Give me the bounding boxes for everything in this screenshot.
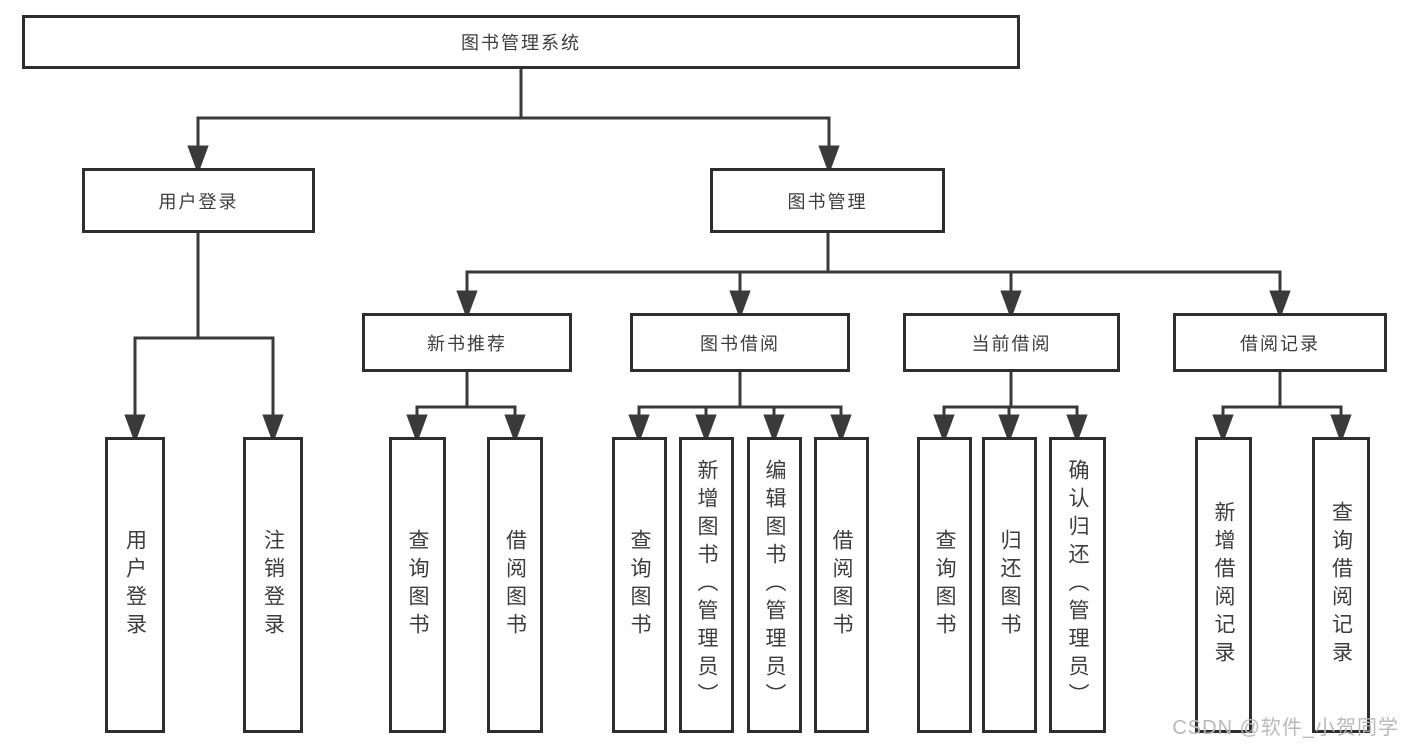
node-label: 查询图书 [933, 529, 956, 641]
connector-arrowhead [456, 290, 478, 320]
node-label: 借阅图书 [830, 529, 853, 641]
connector-arrowhead [124, 414, 146, 444]
node-label: 借阅图书 [503, 529, 527, 641]
leaf-add-book-admin: 新增图书（管理员） [679, 437, 734, 733]
connector-borrowing-records-to-children [1212, 370, 1352, 444]
leaf-query-books-2: 查询图书 [612, 437, 667, 733]
node-label: 图书管理 [787, 191, 868, 212]
connector-arrowhead [933, 414, 955, 444]
leaf-borrow-books-2: 借阅图书 [814, 437, 869, 733]
leaf-add-borrow-record: 新增借阅记录 [1195, 437, 1252, 733]
connector-new-book-rec-to-children [406, 370, 526, 444]
connector-root-to-level2 [187, 67, 840, 175]
node-label: 新增借阅记录 [1212, 501, 1235, 669]
leaf-edit-book-admin: 编辑图书（管理员） [747, 437, 802, 733]
connector-arrowhead [406, 414, 428, 444]
node-label: 编辑图书（管理员） [763, 459, 786, 711]
connector-arrowhead [1066, 414, 1088, 444]
node-label: 用户登录 [123, 529, 147, 641]
node-label: 图书管理系统 [461, 33, 581, 53]
node-new-book-recommendation: 新书推荐 [362, 313, 572, 372]
leaf-borrow-books-1: 借阅图书 [487, 437, 543, 733]
node-user-login: 用户登录 [82, 168, 315, 233]
connector-book-borrowing-to-children [628, 370, 852, 444]
leaf-confirm-return-admin: 确认归还（管理员） [1049, 437, 1106, 733]
node-label: 用户登录 [158, 191, 239, 212]
connector-book-management-to-sections [456, 231, 1291, 320]
connector-arrowhead [998, 414, 1020, 444]
node-book-management: 图书管理 [710, 168, 945, 233]
leaf-return-books: 归还图书 [982, 437, 1037, 733]
leaf-user-login: 用户登录 [105, 437, 165, 733]
connector-arrowhead [830, 414, 852, 444]
node-library-management-system: 图书管理系统 [22, 15, 1020, 69]
leaf-logout: 注销登录 [243, 437, 303, 733]
connector-arrowhead [187, 145, 209, 175]
csdn-watermark: CSDN @软件_小贺同学 [1172, 717, 1399, 739]
connector-arrowhead [1000, 290, 1022, 320]
leaf-query-books-3: 查询图书 [917, 437, 972, 733]
connector-user-login-to-children [124, 231, 284, 444]
connector-arrowhead [818, 145, 840, 175]
node-label: 借阅记录 [1240, 333, 1320, 354]
node-label: 确认归还（管理员） [1066, 459, 1089, 711]
node-label: 查询图书 [406, 529, 429, 641]
node-label: 注销登录 [261, 529, 285, 641]
node-label: 新增图书（管理员） [695, 459, 718, 711]
node-borrowing-records: 借阅记录 [1173, 313, 1387, 372]
connector-arrowhead [262, 414, 284, 444]
connector-arrowhead [628, 414, 650, 444]
connector-arrowhead [729, 290, 751, 320]
node-label: 当前借阅 [971, 333, 1052, 354]
node-book-borrowing: 图书借阅 [630, 313, 850, 372]
node-label: 图书借阅 [700, 333, 780, 354]
connector-arrowhead [1330, 414, 1352, 444]
connector-arrowhead [763, 414, 785, 444]
connector-arrowhead [1269, 290, 1291, 320]
node-label: 归还图书 [998, 529, 1021, 641]
connector-arrowhead [504, 414, 526, 444]
connector-arrowhead [1212, 414, 1234, 444]
leaf-query-books-1: 查询图书 [389, 437, 446, 733]
leaf-query-borrow-record: 查询借阅记录 [1312, 437, 1370, 733]
node-label: 查询借阅记录 [1329, 501, 1353, 669]
node-label: 新书推荐 [427, 333, 507, 354]
connector-current-borrowing-to-children [933, 370, 1088, 444]
node-label: 查询图书 [628, 529, 651, 641]
node-current-borrowing: 当前借阅 [903, 313, 1120, 372]
connector-arrowhead [695, 414, 717, 444]
